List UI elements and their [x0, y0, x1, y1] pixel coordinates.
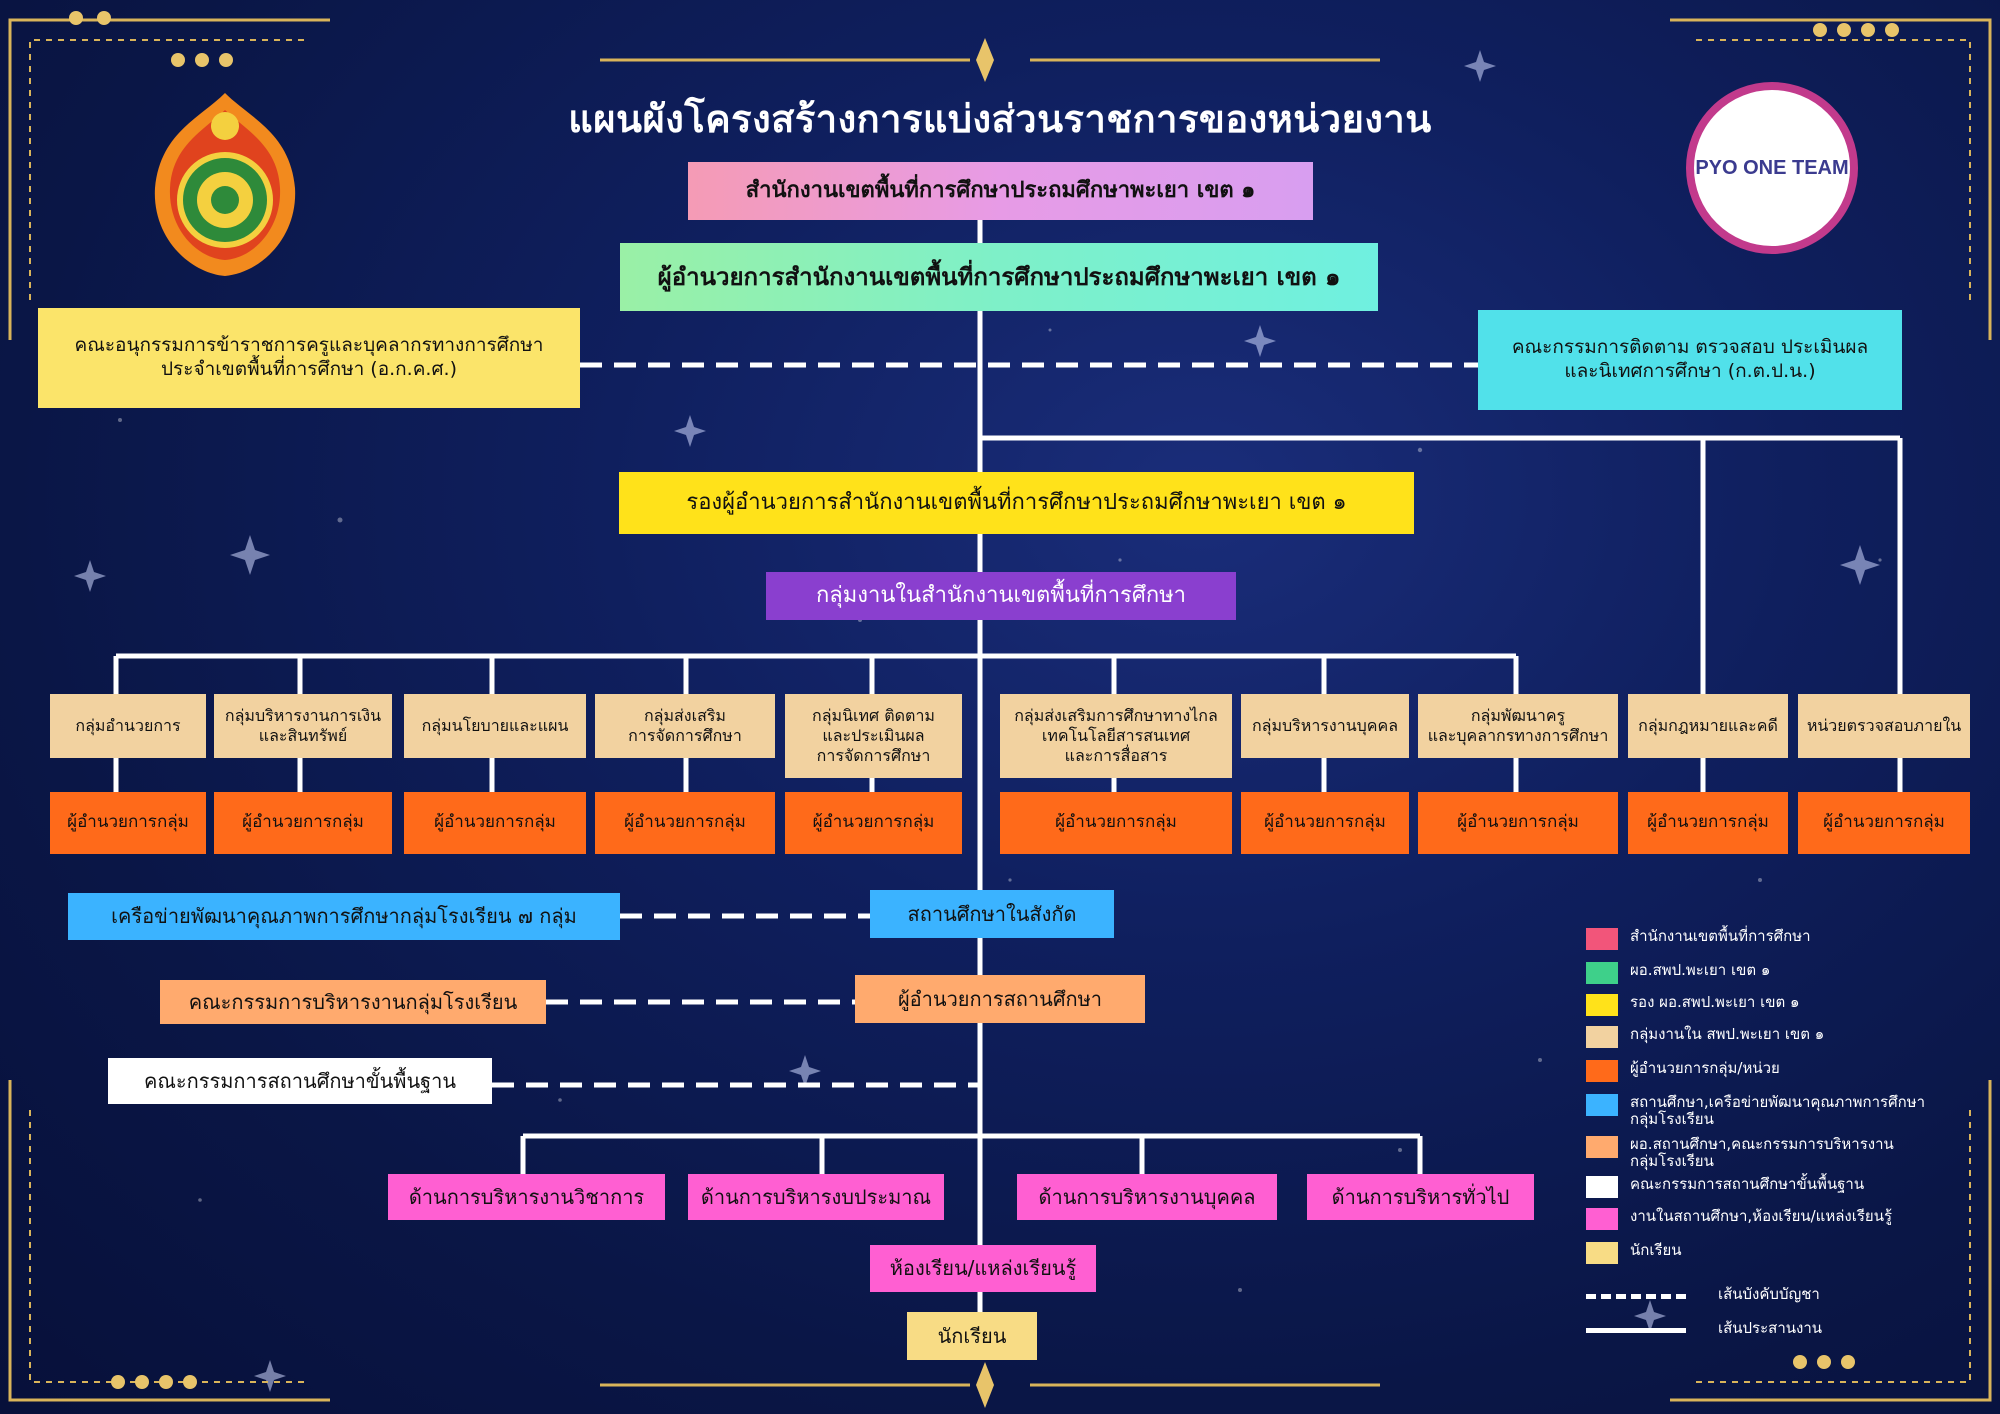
group-head-box: ผู้อำนวยการกลุ่ม: [1241, 792, 1409, 854]
legend-solid-line: [1586, 1328, 1686, 1333]
legend-label: นักเรียน: [1630, 1241, 1682, 1259]
group-box: กลุ่มกฎหมายและคดี: [1628, 694, 1788, 758]
admin-budget-box: ด้านการบริหารงบประมาณ: [688, 1174, 944, 1220]
legend-solid-label: เส้นประสานงาน: [1718, 1319, 1823, 1337]
group-box: กลุ่มอำนวยการ: [50, 694, 206, 758]
legend-label: สำนักงานเขตพื้นที่การศึกษา: [1630, 927, 1811, 945]
office-box: สำนักงานเขตพื้นที่การศึกษาประถมศึกษาพะเย…: [688, 162, 1313, 220]
committee-left-box: คณะอนุกรรมการข้าราชการครูและบุคลากรทางกา…: [38, 308, 580, 408]
group-box: กลุ่มนิเทศ ติดตาม และประเมินผล การจัดการ…: [785, 694, 962, 778]
legend-swatch: [1586, 1026, 1618, 1048]
group-box: กลุ่มนโยบายและแผน: [404, 694, 586, 758]
legend-label: สถานศึกษา,เครือข่ายพัฒนาคุณภาพการศึกษา ก…: [1630, 1093, 1926, 1128]
badge-text: PYO ONE TEAM: [1695, 156, 1849, 179]
legend-item: ผอ.สพป.พะเยา เขต ๑: [1586, 962, 1770, 984]
admin-personnel-box: ด้านการบริหารงานบุคคล: [1017, 1174, 1277, 1220]
group-head-box: ผู้อำนวยการกลุ่ม: [785, 792, 962, 854]
legend-swatch: [1586, 928, 1618, 950]
group-box: กลุ่มบริหารงานบุคคล: [1241, 694, 1409, 758]
schools-under-box: สถานศึกษาในสังกัด: [870, 890, 1114, 938]
cluster-committee-box: คณะกรรมการบริหารงานกลุ่มโรงเรียน: [160, 980, 546, 1024]
legend-label: ผอ.สพป.พะเยา เขต ๑: [1630, 961, 1771, 979]
legend-item: งานในสถานศึกษา,ห้องเรียน/แหล่งเรียนรู้: [1586, 1208, 1892, 1230]
legend-item: กลุ่มงานใน สพป.พะเยา เขต ๑: [1586, 1026, 1824, 1048]
legend-item: รอง ผอ.สพป.พะเยา เขต ๑: [1586, 994, 1800, 1016]
committee-left-line1: คณะอนุกรรมการข้าราชการครูและบุคลากรทางกา…: [74, 334, 544, 357]
group-head-box: ผู้อำนวยการกลุ่ม: [1628, 792, 1788, 854]
students-box: นักเรียน: [907, 1312, 1037, 1360]
director-box: ผู้อำนวยการสำนักงานเขตพื้นที่การศึกษาประ…: [620, 243, 1378, 311]
classroom-box: ห้องเรียน/แหล่งเรียนรู้: [870, 1245, 1096, 1292]
legend-swatch: [1586, 962, 1618, 984]
legend-swatch: [1586, 1242, 1618, 1264]
legend-label: ผู้อำนวยการกลุ่ม/หน่วย: [1630, 1059, 1780, 1077]
school-director-box: ผู้อำนวยการสถานศึกษา: [855, 975, 1145, 1023]
emblem-logo: [150, 88, 300, 278]
committee-right-line2: และนิเทศการศึกษา (ก.ต.ป.น.): [1564, 360, 1816, 382]
committee-right-line1: คณะกรรมการติดตาม ตรวจสอบ ประเมินผล: [1511, 336, 1869, 359]
legend-swatch: [1586, 1094, 1618, 1116]
committee-left-line2: ประจำเขตพื้นที่การศึกษา (อ.ก.ค.ศ.): [161, 358, 457, 380]
legend-swatch: [1586, 994, 1618, 1016]
groups-header-box: กลุ่มงานในสำนักงานเขตพื้นที่การศึกษา: [766, 572, 1236, 620]
legend-swatch: [1586, 1136, 1618, 1158]
group-box: กลุ่มส่งเสริมการศึกษาทางไกล เทคโนโลยีสาร…: [1000, 694, 1232, 778]
group-box: กลุ่มส่งเสริม การจัดการศึกษา: [595, 694, 775, 758]
group-head-box: ผู้อำนวยการกลุ่ม: [1798, 792, 1970, 854]
legend-label: ผอ.สถานศึกษา,คณะกรรมการบริหารงาน กลุ่มโร…: [1630, 1135, 1894, 1170]
legend-dashed-label: เส้นบังคับบัญชา: [1718, 1285, 1820, 1303]
pyo-one-team-badge: PYO ONE TEAM: [1686, 82, 1858, 254]
deputy-box: รองผู้อำนวยการสำนักงานเขตพื้นที่การศึกษา…: [619, 472, 1414, 534]
group-box: กลุ่มบริหารงานการเงิน และสินทรัพย์: [214, 694, 392, 758]
legend-label: งานในสถานศึกษา,ห้องเรียน/แหล่งเรียนรู้: [1630, 1207, 1893, 1225]
group-head-box: ผู้อำนวยการกลุ่ม: [404, 792, 586, 854]
legend-label: กลุ่มงานใน สพป.พะเยา เขต ๑: [1630, 1025, 1825, 1043]
legend-item: นักเรียน: [1586, 1242, 1682, 1264]
legend-dashed-line: [1586, 1294, 1686, 1299]
group-head-box: ผู้อำนวยการกลุ่ม: [214, 792, 392, 854]
group-head-box: ผู้อำนวยการกลุ่ม: [50, 792, 206, 854]
legend-item: คณะกรรมการสถานศึกษาขั้นพื้นฐาน: [1586, 1176, 1864, 1198]
legend-swatch: [1586, 1060, 1618, 1082]
legend-item: ผู้อำนวยการกลุ่ม/หน่วย: [1586, 1060, 1780, 1082]
admin-academic-box: ด้านการบริหารงานวิชาการ: [388, 1174, 665, 1220]
group-head-box: ผู้อำนวยการกลุ่ม: [1418, 792, 1618, 854]
group-box: กลุ่มพัฒนาครู และบุคลากรทางการศึกษา: [1418, 694, 1618, 758]
group-box: หน่วยตรวจสอบภายใน: [1798, 694, 1970, 758]
legend-swatch: [1586, 1208, 1618, 1230]
legend-item: ผอ.สถานศึกษา,คณะกรรมการบริหารงาน กลุ่มโร…: [1586, 1136, 1894, 1170]
committee-right-box: คณะกรรมการติดตาม ตรวจสอบ ประเมินผล และนิ…: [1478, 310, 1902, 410]
legend-item: สถานศึกษา,เครือข่ายพัฒนาคุณภาพการศึกษา ก…: [1586, 1094, 1925, 1128]
group-head-box: ผู้อำนวยการกลุ่ม: [595, 792, 775, 854]
page-title: แผนผังโครงสร้างการแบ่งส่วนราชการของหน่วย…: [568, 97, 1432, 141]
legend-label: รอง ผอ.สพป.พะเยา เขต ๑: [1630, 993, 1800, 1011]
legend-label: คณะกรรมการสถานศึกษาขั้นพื้นฐาน: [1630, 1175, 1865, 1193]
network-box: เครือข่ายพัฒนาคุณภาพการศึกษากลุ่มโรงเรีย…: [68, 893, 620, 940]
legend-item: สำนักงานเขตพื้นที่การศึกษา: [1586, 928, 1811, 950]
group-head-box: ผู้อำนวยการกลุ่ม: [1000, 792, 1232, 854]
basic-committee-box: คณะกรรมการสถานศึกษาขั้นพื้นฐาน: [108, 1058, 492, 1104]
admin-general-box: ด้านการบริหารทั่วไป: [1307, 1174, 1534, 1220]
legend-swatch: [1586, 1176, 1618, 1198]
